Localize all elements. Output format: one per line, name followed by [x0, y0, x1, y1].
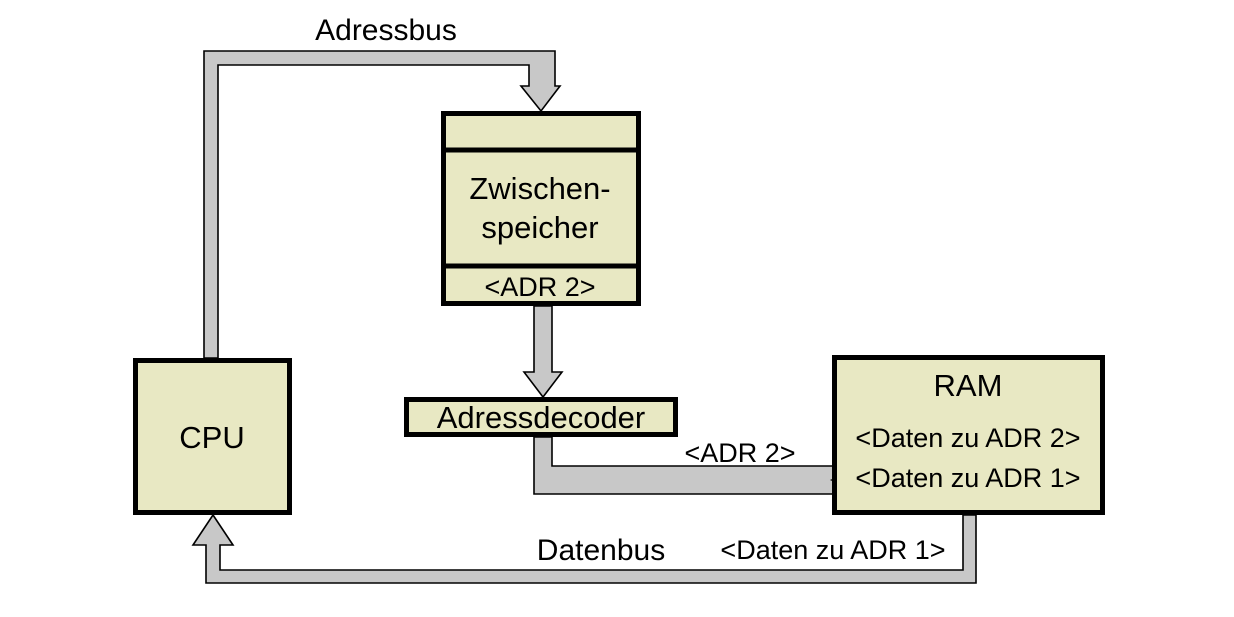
cpu-box-outline	[133, 358, 292, 515]
datenbus-label: Datenbus	[537, 534, 665, 567]
box-adressdecoder[interactable]: Adressdecoder	[404, 397, 678, 437]
zwischenspeicher-to-adressdecoder-arrow-shape	[522, 305, 564, 399]
zwischenspeicher-box-outline	[441, 111, 641, 306]
box-ram[interactable]: RAM <Daten zu ADR 2> <Daten zu ADR 1>	[832, 355, 1105, 515]
zwischenspeicher-label-line2: speicher	[481, 210, 598, 245]
bus-datenbus: Datenbus <Daten zu ADR 1>	[191, 513, 977, 584]
adressdecoder-to-ram-label: <ADR 2>	[684, 438, 795, 468]
ram-row-1: <Daten zu ADR 2>	[855, 423, 1080, 453]
datenbus-arrow-shape	[191, 513, 977, 584]
ram-box-outline	[832, 355, 1105, 515]
ram-label: RAM	[934, 368, 1003, 403]
adressbus-label: Adressbus	[315, 14, 457, 47]
zwischenspeicher-label-line1: Zwischen-	[469, 171, 610, 206]
adressdecoder-label: Adressdecoder	[437, 400, 646, 435]
box-cpu[interactable]: CPU	[133, 358, 292, 515]
zwischenspeicher-value: <ADR 2>	[484, 272, 595, 302]
ram-row-2: <Daten zu ADR 1>	[855, 463, 1080, 493]
box-zwischenspeicher[interactable]: Zwischen- speicher <ADR 2>	[441, 111, 641, 306]
datenbus-payload-label: <Daten zu ADR 1>	[720, 535, 945, 565]
cpu-label: CPU	[179, 420, 244, 455]
adressdecoder-box-outline	[404, 397, 678, 437]
bus-zwischenspeicher-to-adressdecoder	[522, 305, 564, 399]
